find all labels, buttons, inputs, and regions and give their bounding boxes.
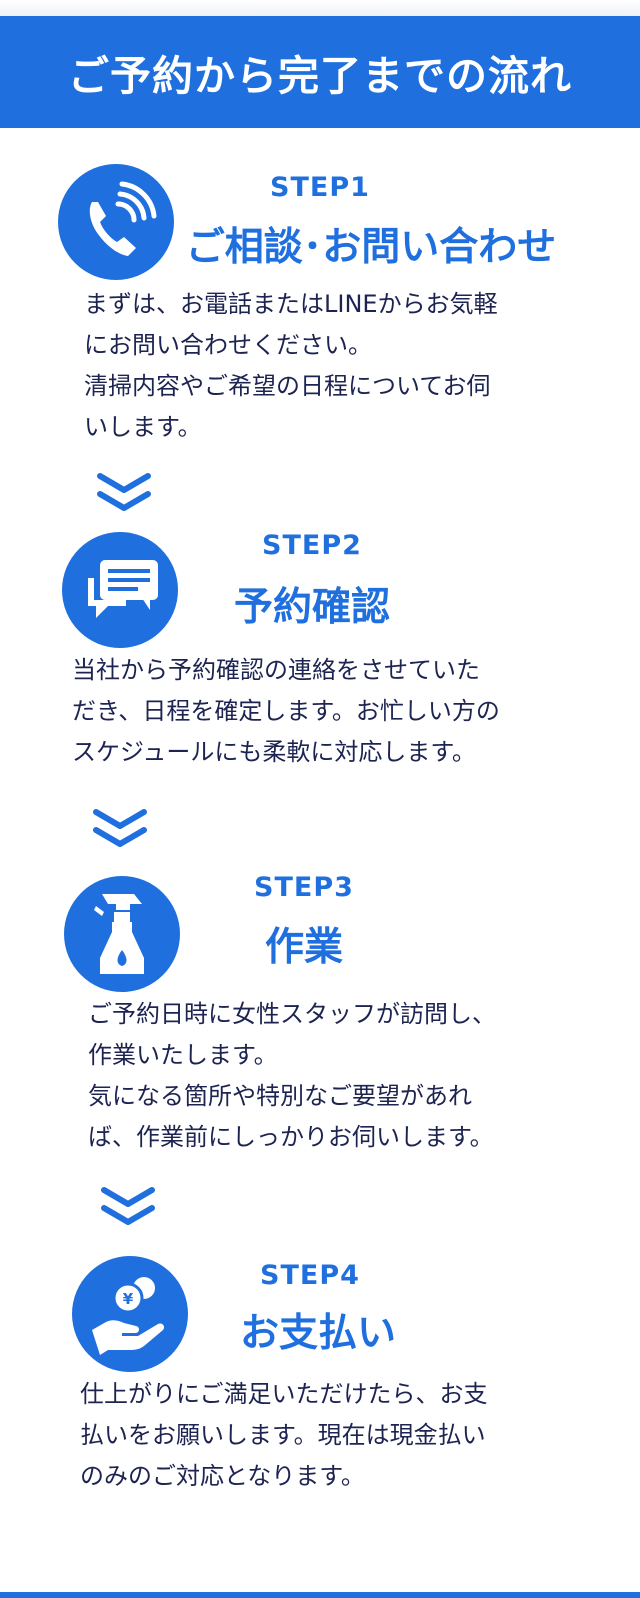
chat-icon [62, 532, 178, 648]
page-title: ご予約から完了までの流れ [68, 52, 572, 100]
step-label: STEP2 [262, 530, 362, 561]
step-description: ご予約日時に女性スタッフが訪問し、 作業いたします。 気になる箇所や特別なご要望… [88, 1000, 496, 1151]
step-label: STEP1 [270, 172, 370, 203]
step-description: 当社から予約確認の連絡をさせていた だき、日程を確定します。お忙しい方の スケジ… [72, 656, 500, 766]
step-title: 作業 [264, 925, 343, 970]
step-title: お支払い [239, 1311, 396, 1356]
step-title: 予約確認 [233, 585, 390, 630]
header-banner: ご予約から完了までの流れ [0, 16, 640, 128]
step-title: ご相談･お問い合わせ [185, 225, 557, 270]
chevron-down-icon [101, 1187, 155, 1225]
step-label: STEP4 [260, 1260, 360, 1291]
step-description: 仕上がりにご満足いただけたら、お支 払いをお願いします。現在は現金払い のみのご… [80, 1380, 488, 1490]
yen-symbol: ¥ [123, 1290, 134, 1308]
spray-bottle-icon [64, 876, 180, 992]
step-description: まずは、お電話またはLINEからお気軽 にお問い合わせください。 清掃内容やご希… [84, 290, 498, 441]
chevron-down-icon [97, 473, 151, 511]
bottom-divider [0, 1592, 640, 1598]
step-label: STEP3 [254, 872, 354, 903]
chevron-down-icon [93, 809, 147, 847]
phone-icon [58, 164, 174, 280]
top-strip [0, 0, 640, 16]
hand-coin-icon: ¥ [72, 1256, 188, 1372]
